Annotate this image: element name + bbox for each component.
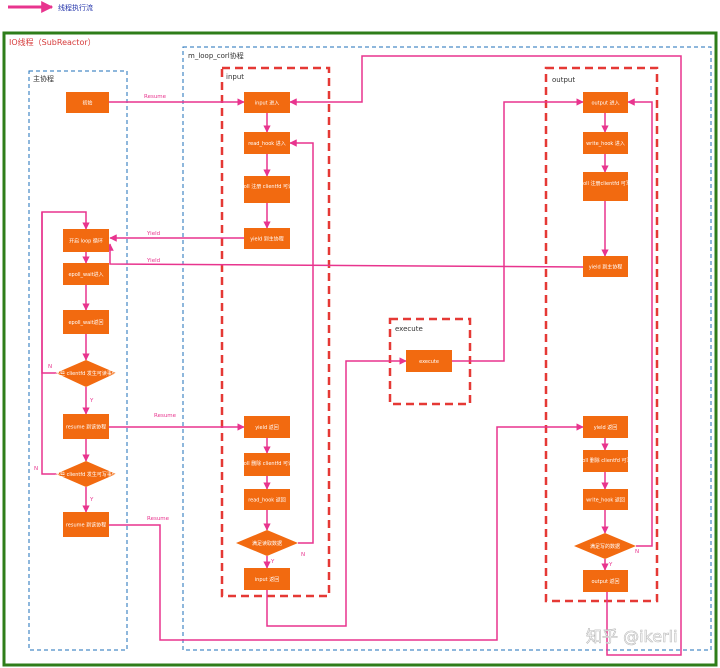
node-read-enter [244,92,290,113]
node-input-yield [244,228,290,249]
node-read-hook-return [244,489,290,510]
edge-labels: Resume Yield Yield Resume Resume N Y N Y… [34,94,639,568]
node-output-remove-epoll-label: 在 epoll 删除 clientfd 可写事件 [569,457,641,464]
output-frame [544,66,659,603]
node-write-enter-label: output 进入 [591,100,619,107]
node-output-yield-label: yield 到主协程 [589,264,623,271]
label-yield-b: Yield [146,258,160,264]
input-nodes: input 进入 read_hook 进入 在 epoll 注册 clientf… [231,92,303,590]
edge-input-n [289,139,314,544]
label-y2: Y [89,497,94,503]
node-decision-writable-label: 某些 clientfd 发生可写事件 [55,471,117,478]
node-read-return [244,568,290,590]
execute-title: execute [395,325,423,333]
node-input-register-epoll-label: 在 epoll 注册 clientfd 可读事件 [231,183,303,190]
label-n2: N [34,466,38,472]
node-epoll-wait-enter-label: epoll_wait进入 [68,271,103,278]
edge-resume2-to-output [109,423,584,641]
node-read-return-label: input 返回 [255,576,279,583]
node-write-hook-return [583,489,628,510]
edge-execute-to-output [452,98,584,362]
node-read-hook-enter [244,132,290,154]
node-init-label: 初始 [82,100,92,107]
label-n-output: N [635,549,639,555]
node-write-enter [583,92,628,113]
node-epoll-wait-return [63,310,109,334]
node-input-decision [236,530,298,556]
node-execute-label: execute [419,359,439,365]
io-thread-frame [2,31,718,667]
node-output-decision-label: 满足写的数据 [590,543,620,550]
label-n1: N [48,364,52,370]
node-read-enter-label: input 进入 [255,100,279,107]
node-output-yield-return-label: yield 返回 [594,424,618,431]
output-nodes: output 进入 write_hook 进入 在 epoll 注册client… [569,92,642,592]
edge-output-to-input [289,55,682,656]
label-n-input: N [301,552,305,558]
node-output-register-epoll [583,172,628,201]
node-loop-start [63,229,109,252]
node-decision-readable-label: 某些 clientfd 发生可读事件 [55,370,117,377]
node-read-hook-enter-label: read_hook 进入 [248,140,286,147]
node-resume-1-label: resume 到该协程 [66,424,106,431]
main-coroutine-frame [28,70,128,651]
node-read-hook-return-label: read_hook 返回 [248,497,286,504]
label-resume-b: Resume [154,413,177,419]
node-output-remove-epoll [583,450,628,472]
node-input-decision-label: 满足读取数据 [252,540,282,547]
edge-output-yield [106,243,584,268]
legend-label: 线程执行流 [58,3,93,12]
node-output-yield-return [583,416,628,438]
node-write-return-label: output 返回 [591,578,619,585]
node-output-register-epoll-label: 在 epoll 注册clientfd 可写事件 [570,180,641,187]
node-input-yield-return-label: yield 返回 [255,424,279,431]
node-input-yield-return [244,416,290,438]
label-y-input: Y [270,559,275,565]
node-output-yield [583,256,628,277]
label-y-output: Y [608,562,613,568]
node-input-register-epoll [244,176,290,203]
node-input-yield-label: yield 到主协程 [250,236,284,243]
node-write-hook-return-label: write_hook 返回 [586,497,625,504]
node-output-decision [574,533,636,559]
main-coroutine-title: 主协程 [33,74,54,83]
node-input-remove-epoll-label: 在 epoll 删除 clientfd 可读事件 [231,460,303,467]
output-title: output [552,76,575,84]
node-input-remove-epoll [244,453,290,476]
node-resume-2-label: resume 到该协程 [66,522,106,529]
edge-input-to-execute [266,357,407,627]
node-resume-2 [63,512,109,537]
node-epoll-wait-enter [63,263,109,285]
edge-decision2-n [41,212,57,475]
io-thread-title: IO线程（SubReactor） [9,37,96,47]
node-execute [406,350,452,372]
loop-coroutine-title: m_loop_corl协程 [188,51,244,60]
node-resume-1 [63,414,109,439]
watermark: 知乎 @ikerli [586,627,678,646]
edge-output-n [627,98,653,547]
label-resume-c: Resume [147,516,170,522]
edges [41,55,682,656]
legend: 线程执行流 [8,1,93,14]
node-decision-readable [56,360,116,387]
node-write-hook-enter-label: write_hook 进入 [586,140,625,147]
loop-coroutine-frame [182,46,712,651]
node-init [66,92,109,113]
main-nodes: 初始 开启 loop 循环 epoll_wait进入 epoll_wait返回 … [55,92,117,537]
node-epoll-wait-return-label: epoll_wait返回 [68,319,103,326]
label-y1: Y [89,398,94,404]
label-resume-a: Resume [144,94,167,100]
node-write-hook-enter [583,132,628,154]
node-loop-start-label: 开启 loop 循环 [69,238,103,245]
node-write-return [583,570,628,592]
label-yield-a: Yield [146,231,160,237]
execute-nodes: execute [406,350,452,372]
node-decision-writable [56,461,116,487]
input-frame [220,66,331,598]
input-title: input [226,73,244,81]
